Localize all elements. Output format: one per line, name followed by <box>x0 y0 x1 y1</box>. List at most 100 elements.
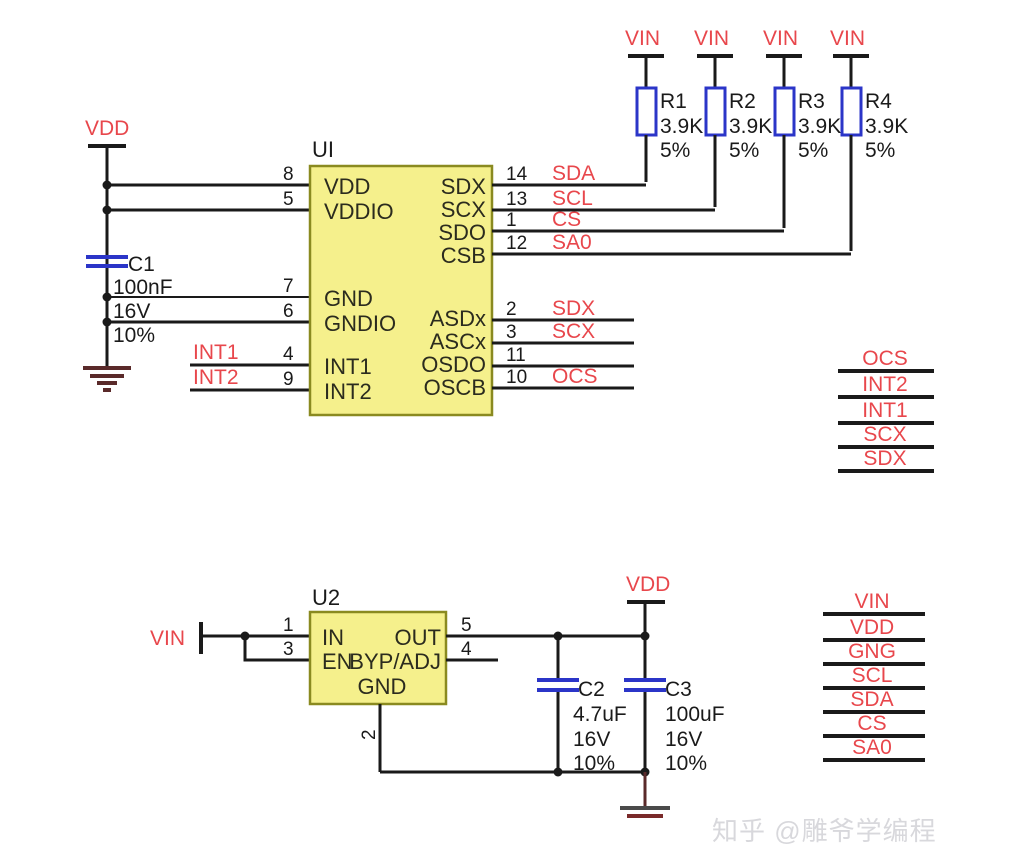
u1-pin-number-14: 14 <box>506 164 528 185</box>
net-stub-group-bottom: VIN VDD GNG SCL SDA CS SA0 <box>823 590 925 762</box>
net-stub-label-sa0: SA0 <box>852 736 892 759</box>
u2-pin-number-4: 4 <box>461 639 472 660</box>
resistor-body-r3 <box>773 86 796 137</box>
ground-symbol-bottom <box>620 806 670 818</box>
net-label-sdx-pin2: SDX <box>552 297 595 320</box>
u1-pin-name-gnd: GND <box>324 286 373 311</box>
vin-input-bottom: VIN 1 3 <box>150 615 310 662</box>
resistor-r2[interactable]: VIN R2 3.9K 5% <box>694 27 772 207</box>
u1-pin-number-8: 8 <box>283 164 294 185</box>
net-label-vdd-bottom: VDD <box>626 573 670 596</box>
net-stub-label-int1: INT1 <box>862 399 908 422</box>
u1-pin-name-int1: INT1 <box>324 354 372 379</box>
capacitor-voltage-c1: 16V <box>113 300 150 323</box>
u2-pin-number-2: 2 <box>359 729 380 740</box>
u2-pin-number-3: 3 <box>283 639 294 660</box>
u1-pin-name-sdo: SDO <box>438 220 486 245</box>
resistor-value-r4: 3.9K <box>865 115 908 138</box>
resistor-tol-r4: 5% <box>865 139 895 162</box>
u1-pin-number-7: 7 <box>283 276 294 297</box>
net-label-vdd-top: VDD <box>85 117 129 140</box>
net-stub-label-vin: VIN <box>854 590 889 613</box>
u1-pin-name-vddio: VDDIO <box>324 199 394 224</box>
u1-pin-name-asdx: ASDx <box>430 306 486 331</box>
resistor-ref-r4: R4 <box>865 90 892 113</box>
u1-pin-number-12: 12 <box>506 233 527 254</box>
u1-pin-number-1: 1 <box>506 210 517 231</box>
vdd-rail-bottom: VDD C2 4.7uF 16V 10% <box>537 573 725 818</box>
capacitor-c3[interactable] <box>624 678 666 692</box>
resistor-value-r3: 3.9K <box>798 115 841 138</box>
resistor-body-r2 <box>704 86 727 137</box>
u1-right-wires: 14 13 1 12 SDA SCL CS SA0 2 3 11 10 SDX … <box>492 162 851 390</box>
u1-pin-number-2: 2 <box>506 299 517 320</box>
ic-u1[interactable]: UI VDD VDDIO GND GNDIO INT1 INT2 SDX SCX… <box>308 137 494 417</box>
u1-pin-number-13: 13 <box>506 189 527 210</box>
resistor-r3[interactable]: VIN R3 3.9K 5% <box>763 27 841 228</box>
net-label-int2: INT2 <box>193 366 239 389</box>
net-label-vin-r3: VIN <box>763 27 798 50</box>
capacitor-value-c1: 100nF <box>113 276 173 299</box>
ic-u1-ref: UI <box>312 137 334 162</box>
net-label-int1: INT1 <box>193 341 239 364</box>
u2-pin-number-1: 1 <box>283 615 294 636</box>
resistor-r4[interactable]: VIN R4 3.9K 5% <box>830 27 908 251</box>
net-label-cs: CS <box>552 208 581 231</box>
net-stub-label-scl: SCL <box>852 664 893 687</box>
u1-pin-name-gndio: GNDIO <box>324 311 396 336</box>
u1-pin-name-ascx: ASCx <box>430 329 486 354</box>
pullup-network: VIN R1 3.9K 5% VIN R2 3.9K 5% <box>625 27 908 251</box>
net-label-scx-pin3: SCX <box>552 320 595 343</box>
net-label-scl: SCL <box>552 187 593 210</box>
u1-pin-number-5: 5 <box>283 189 294 210</box>
capacitor-tolerance-c1: 10% <box>113 324 155 347</box>
ic-u2-ref: U2 <box>312 585 340 610</box>
capacitor-value-c3: 100uF <box>665 703 725 726</box>
resistor-body-r4 <box>840 86 863 137</box>
net-stub-label-gng: GNG <box>848 640 896 663</box>
u1-pin-number-4: 4 <box>283 344 294 365</box>
net-label-sda: SDA <box>552 162 595 185</box>
u2-pin-number-5: 5 <box>461 615 472 636</box>
capacitor-tolerance-c3: 10% <box>665 752 707 775</box>
resistor-r1[interactable]: VIN R1 3.9K 5% <box>625 27 703 182</box>
net-stub-label-vdd: VDD <box>850 616 894 639</box>
u1-pin-name-scx: SCX <box>441 197 487 222</box>
capacitor-c1[interactable] <box>86 255 128 268</box>
net-stub-label-ocs: OCS <box>862 347 908 370</box>
capacitor-c2[interactable] <box>537 678 579 692</box>
u2-pin-name-en: EN <box>322 649 353 674</box>
u2-gnd-wire: 2 <box>359 704 645 774</box>
net-label-sa0: SA0 <box>552 231 592 254</box>
u1-pin-number-3: 3 <box>506 322 517 343</box>
net-stub-label-cs: CS <box>857 712 886 735</box>
net-stub-group-top: OCS INT2 INT1 SCX SDX <box>838 347 934 473</box>
capacitor-tolerance-c2: 10% <box>573 752 615 775</box>
net-stub-label-scx: SCX <box>863 423 906 446</box>
u2-pin-name-out: OUT <box>395 625 441 650</box>
ic-u2[interactable]: U2 IN EN OUT BYP/ADJ GND <box>308 585 448 706</box>
u1-left-wires: 8 5 7 6 4 9 INT1 INT2 <box>107 164 310 392</box>
u2-pin-name-gnd: GND <box>358 674 407 699</box>
resistor-value-r1: 3.9K <box>660 115 703 138</box>
net-label-vin-bottom: VIN <box>150 627 185 650</box>
u1-pin-name-int2: INT2 <box>324 379 372 404</box>
net-stub-label-int2: INT2 <box>862 373 908 396</box>
u2-pin-name-in: IN <box>322 625 344 650</box>
resistor-ref-r3: R3 <box>798 90 825 113</box>
capacitor-ref-c1: C1 <box>128 253 155 276</box>
u1-pin-name-sdx: SDX <box>441 174 487 199</box>
u1-pin-number-9: 9 <box>283 369 294 390</box>
u1-pin-number-6: 6 <box>283 301 294 322</box>
vdd-rail-top: VDD C1 100nF 16V 10% <box>83 117 173 392</box>
capacitor-value-c2: 4.7uF <box>573 703 627 726</box>
net-label-ocs-pin10: OCS <box>552 365 598 388</box>
u2-pin-name-byp-adj: BYP/ADJ <box>349 649 441 674</box>
u1-pin-number-10: 10 <box>506 367 527 388</box>
resistor-body-r1 <box>635 86 658 137</box>
ground-symbol-top <box>83 366 131 392</box>
u1-pin-name-osdo: OSDO <box>421 352 486 377</box>
ic-u2-body <box>308 610 448 706</box>
